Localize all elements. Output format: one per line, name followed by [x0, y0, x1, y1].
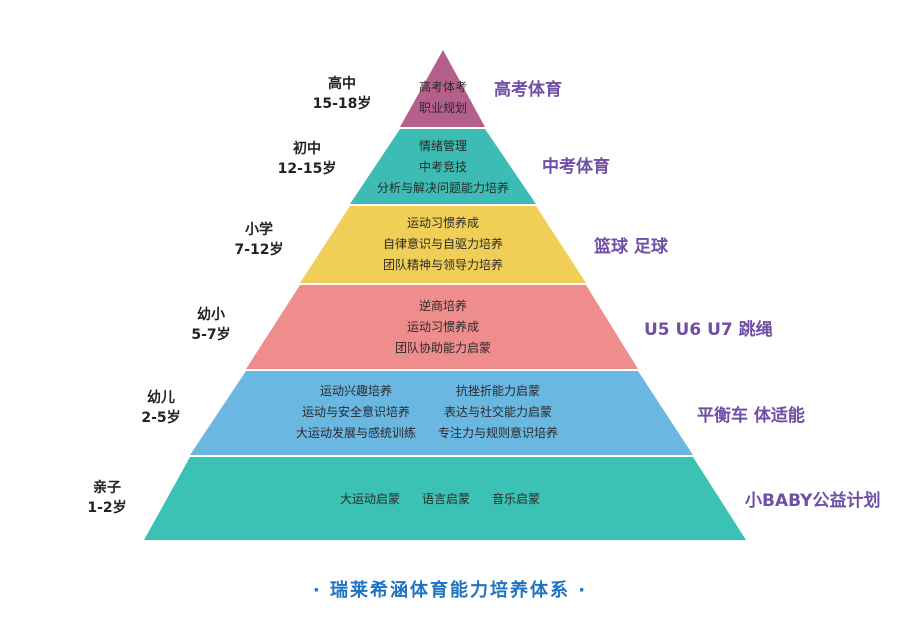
program-label-primary-school: 篮球 足球 [594, 237, 668, 257]
content-item: 职业规划 [418, 101, 467, 115]
content-item: 表达与社交能力启蒙 [444, 405, 553, 419]
content-item: 运动习惯养成 [406, 320, 479, 334]
age-label-primary-school: 小学 7-12岁 [214, 220, 304, 260]
tier-content-middle-school: 情绪管理 中考竞技 分析与解决问题能力培养 [353, 136, 533, 199]
age-range: 7-12岁 [234, 242, 284, 258]
content-item: 专注力与规则意识培养 [438, 426, 559, 440]
stage-name: 初中 [293, 141, 321, 157]
content-item: 抗挫折能力启蒙 [456, 384, 541, 398]
age-label-preschool-transition: 幼小 5-7岁 [166, 305, 256, 345]
content-item: 大运动启蒙 [340, 492, 401, 506]
content-item: 运动与安全意识培养 [302, 405, 411, 419]
age-label-middle-school: 初中 12-15岁 [262, 139, 352, 179]
content-item: 逆商培养 [418, 299, 467, 313]
tier-content-parent-child: 大运动启蒙 语言启蒙 音乐启蒙 [340, 489, 540, 510]
content-item: 运动习惯养成 [406, 216, 479, 230]
tier-content-toddler: 运动兴趣培养 运动与安全意识培养 大运动发展与感统训练 抗挫折能力启蒙 表达与社… [296, 381, 558, 444]
tier-content-high-school: 高考体考 职业规划 [403, 77, 483, 119]
program-label-toddler: 平衡车 体适能 [697, 406, 805, 426]
age-label-parent-child: 亲子 1-2岁 [62, 478, 152, 518]
content-item: 团队协助能力启蒙 [394, 341, 491, 355]
pyramid-tier-preschool-transition [246, 285, 638, 369]
age-label-toddler: 幼儿 2-5岁 [116, 388, 206, 428]
content-item: 语言启蒙 [422, 492, 471, 506]
tier-content-primary-school: 运动习惯养成 自律意识与自驱力培养 团队精神与领导力培养 [353, 213, 533, 276]
program-label-parent-child: 小BABY公益计划 [745, 491, 881, 511]
program-label-high-school: 高考体育 [494, 80, 562, 100]
age-range: 2-5岁 [141, 410, 181, 426]
age-label-high-school: 高中 15-18岁 [297, 74, 387, 114]
pyramid-tier-primary-school [300, 206, 586, 283]
age-range: 5-7岁 [191, 327, 231, 343]
content-item: 运动兴趣培养 [320, 384, 393, 398]
stage-name: 幼儿 [147, 390, 175, 406]
stage-name: 高中 [328, 76, 356, 92]
pyramid-tier-parent-child [144, 457, 746, 540]
pyramid-tier-middle-school [350, 129, 536, 204]
age-range: 12-15岁 [277, 161, 337, 177]
content-item: 中考竞技 [418, 160, 467, 174]
content-item: 情绪管理 [418, 139, 467, 153]
pyramid-tier-high-school [400, 50, 485, 127]
content-item: 音乐启蒙 [492, 492, 541, 506]
program-label-middle-school: 中考体育 [542, 157, 610, 177]
content-item: 自律意识与自驱力培养 [382, 237, 503, 251]
tier-content-preschool-transition: 逆商培养 运动习惯养成 团队协助能力启蒙 [353, 296, 533, 359]
content-column-left: 运动兴趣培养 运动与安全意识培养 大运动发展与感统训练 [296, 381, 416, 444]
footer-title: · 瑞莱希涵体育能力培养体系 · [312, 580, 588, 601]
program-label-preschool-transition: U5 U6 U7 跳绳 [644, 320, 773, 340]
age-range: 1-2岁 [87, 500, 127, 516]
content-item: 高考体考 [418, 80, 467, 94]
stage-name: 幼小 [197, 307, 225, 323]
pyramid-tier-toddler [190, 371, 693, 455]
content-item: 团队精神与领导力培养 [382, 258, 503, 272]
age-range: 15-18岁 [312, 96, 372, 112]
content-item: 大运动发展与感统训练 [296, 426, 417, 440]
stage-name: 小学 [245, 222, 273, 238]
content-column-right: 抗挫折能力启蒙 表达与社交能力启蒙 专注力与规则意识培养 [438, 381, 558, 444]
stage-name: 亲子 [93, 480, 121, 496]
content-item: 分析与解决问题能力培养 [376, 181, 509, 195]
